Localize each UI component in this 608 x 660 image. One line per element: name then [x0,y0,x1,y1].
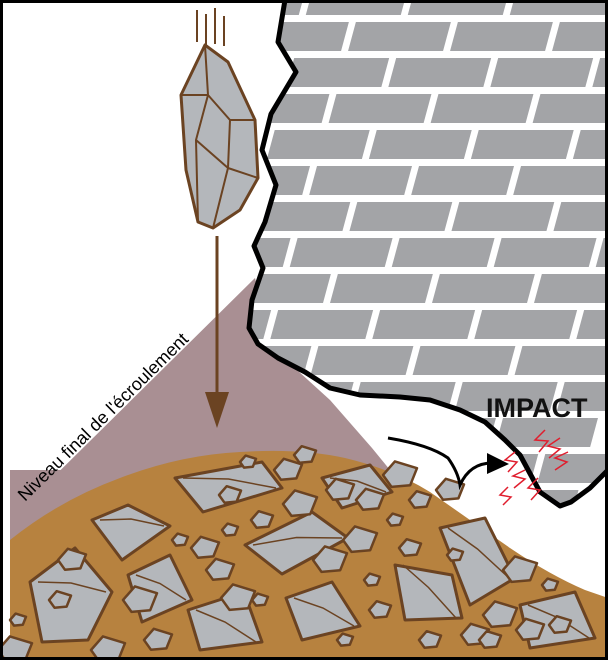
brick [513,166,608,195]
brick [290,238,393,267]
brick [86,238,189,267]
brick [451,202,554,231]
brick [286,58,389,87]
rock-chip [364,574,380,586]
rock-chip [252,594,268,606]
brick [270,310,373,339]
falling-rock-icon [181,8,258,228]
brick [267,130,370,159]
brick [515,346,608,375]
brick [413,346,516,375]
rock-chip [240,456,256,468]
brick [552,22,608,51]
rock-chip [387,514,403,526]
brick [349,202,452,231]
brick [392,238,495,267]
brick [431,94,534,123]
brick [309,166,412,195]
brick [432,274,535,303]
brick [311,346,414,375]
rock-chip [10,614,26,626]
rock-chip [222,524,238,536]
rock-chip [337,634,353,646]
brick [494,238,597,267]
rock-chip [172,534,188,546]
brick [188,238,291,267]
brick [372,310,475,339]
brick [533,94,608,123]
rock-chip [383,461,417,487]
brick [471,130,574,159]
speed-lines-icon [197,8,224,50]
brick [329,94,432,123]
brick [126,274,229,303]
brick [450,22,553,51]
brick [388,58,491,87]
rock-chip [447,549,463,561]
brick [474,310,577,339]
brick [490,58,593,87]
brick [369,130,472,159]
brick [66,310,169,339]
brick [246,22,349,51]
brick [518,526,608,555]
brick [553,202,608,231]
brick [348,22,451,51]
rock-chip [542,579,558,591]
impact-label: IMPACT [486,393,588,423]
brick [330,274,433,303]
brick [534,274,608,303]
brick [411,166,514,195]
brick [144,22,247,51]
